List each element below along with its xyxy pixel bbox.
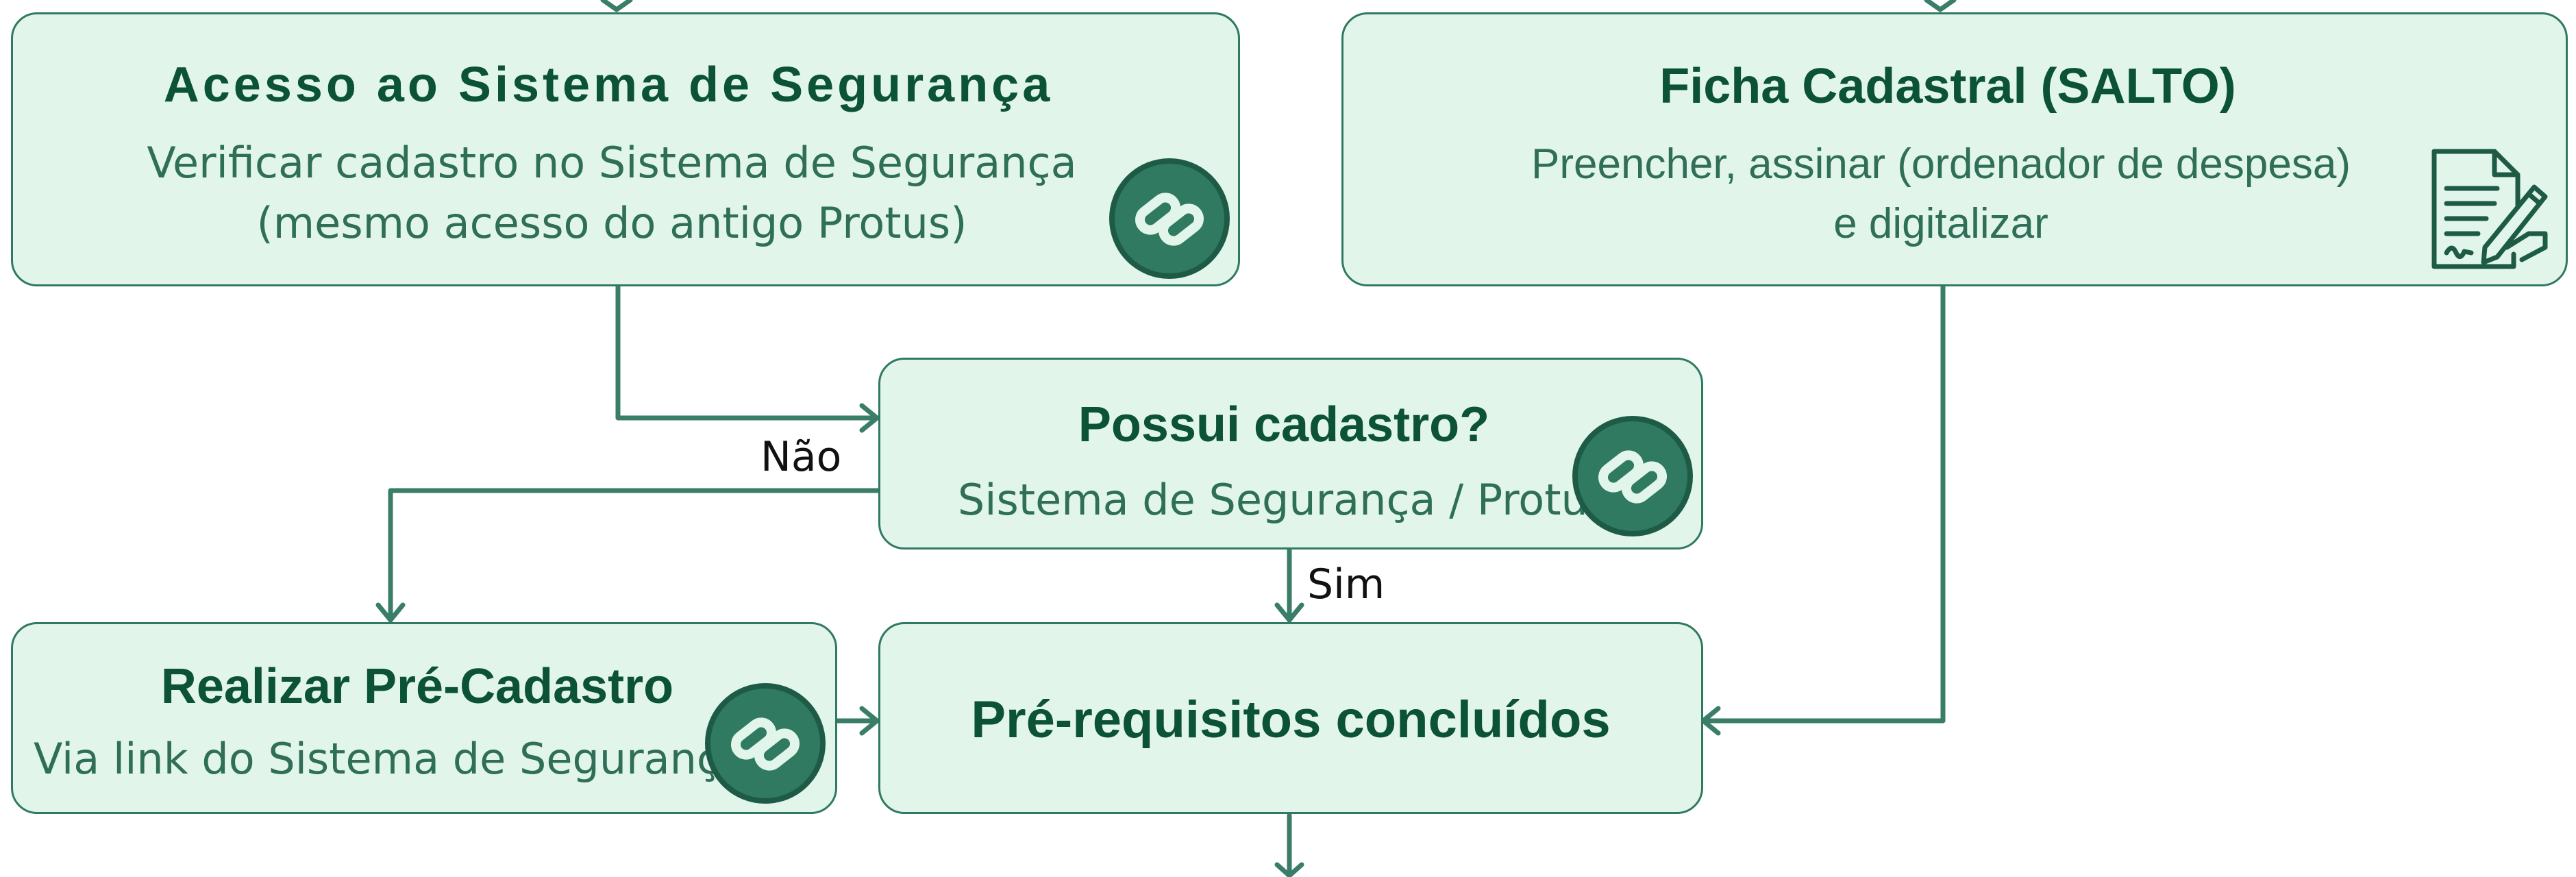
node-realizar-pre-cadastro: Realizar Pré-Cadastro Via link do Sistem… [11,622,837,814]
arrowhead-concluidos-left [859,706,880,736]
link-icon [705,683,826,804]
node-title: Ficha Cadastral (SALTO) [1659,59,2236,114]
node-possui-cadastro: Possui cadastro? Sistema de Segurança / … [878,358,1703,549]
outgoing-arrow [1274,862,1304,877]
link-icon [1109,158,1230,279]
node-title: Possui cadastro? [1078,397,1490,452]
node-subtitle-line-1: Via link do Sistema de Segurança [34,734,746,784]
node-subtitle-line-1: Sistema de Segurança / Protus [957,475,1611,525]
incoming-arrow-right [1924,0,1957,12]
edge-acesso-to-possui [615,282,880,421]
node-subtitle-line-1: Preencher, assinar (ordenador de despesa… [1531,140,2351,188]
node-ficha-cadastral: Ficha Cadastral (SALTO) Preencher, assin… [1341,12,2568,286]
node-title: Realizar Pré-Cadastro [160,659,674,714]
incoming-arrow-left [600,0,633,12]
node-pre-requisitos-concluidos: Pré-requisitos concluídos [878,622,1703,814]
arrowhead-possui [859,403,880,433]
edge-ficha-to-concluidos [1700,282,1946,724]
arrowhead-concluidos-right [1700,706,1721,736]
node-subtitle-line-2: e digitalizar [1833,200,2048,247]
edge-label-nao: Não [760,433,842,481]
signed-document-icon [2426,145,2556,278]
arrowhead-pre-cadastro [375,602,406,623]
edge-nao [388,488,881,623]
node-acesso-sistema: Acesso ao Sistema de Segurança Verificar… [11,12,1240,286]
arrowhead-concluidos-top [1274,602,1304,623]
node-title: Pré-requisitos concluídos [971,691,1611,749]
edge-label-sim: Sim [1307,560,1385,608]
node-subtitle-line-2: (mesmo acesso do antigo Protus) [256,198,967,248]
node-subtitle-line-1: Verificar cadastro no Sistema de Seguran… [147,138,1077,188]
link-icon [1572,416,1693,536]
node-title: Acesso ao Sistema de Segurança [163,58,1054,112]
